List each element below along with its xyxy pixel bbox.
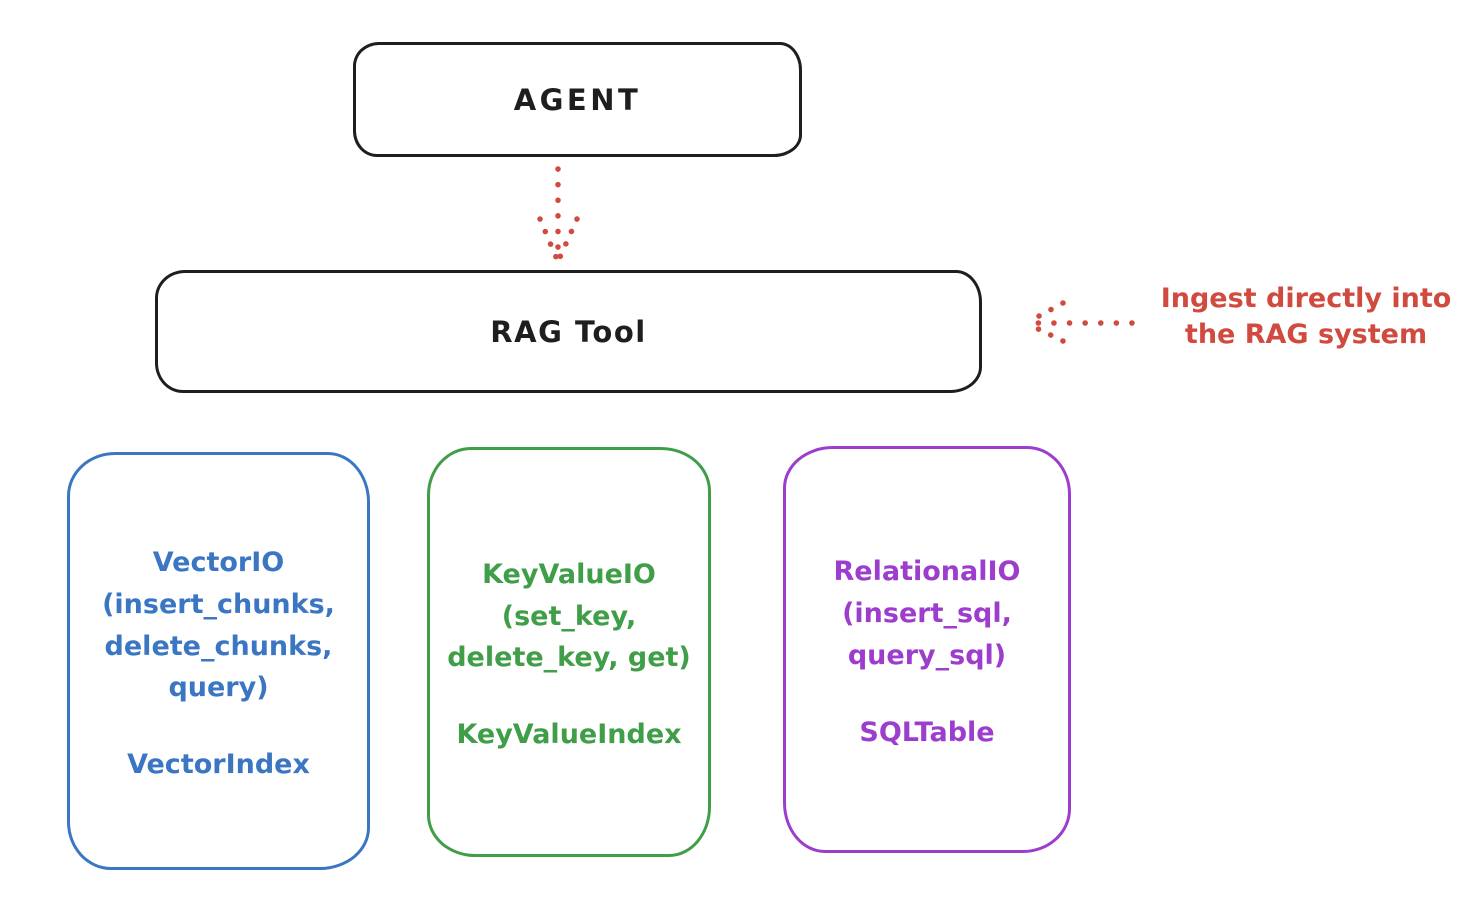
rag-tool-node: RAG Tool <box>155 270 982 393</box>
keyvalue-io-node: KeyValueIO (set_key, delete_key, get) Ke… <box>427 447 711 857</box>
vector-index-label: VectorIndex <box>127 749 310 781</box>
vector-io-label: VectorIO (insert_chunks, delete_chunks, … <box>102 546 335 704</box>
vector-io-node: VectorIO (insert_chunks, delete_chunks, … <box>67 452 370 870</box>
keyvalue-io-label: KeyValueIO (set_key, delete_key, get) <box>447 558 691 674</box>
agent-label: AGENT <box>513 82 642 117</box>
rag-tool-label: RAG Tool <box>490 314 647 349</box>
keyvalue-index-label: KeyValueIndex <box>456 719 682 751</box>
annotation-to-rag-tool-arrow <box>1025 300 1135 344</box>
agent-node: AGENT <box>353 42 802 157</box>
relational-io-node: RelationalIO (insert_sql, query_sql) SQL… <box>783 446 1071 853</box>
relational-io-label: RelationalIO (insert_sql, query_sql) <box>833 556 1021 671</box>
agent-to-rag-tool-arrow <box>537 166 580 260</box>
ingest-annotation: Ingest directly into the RAG system <box>1160 283 1452 351</box>
sql-table-label: SQLTable <box>859 716 995 748</box>
